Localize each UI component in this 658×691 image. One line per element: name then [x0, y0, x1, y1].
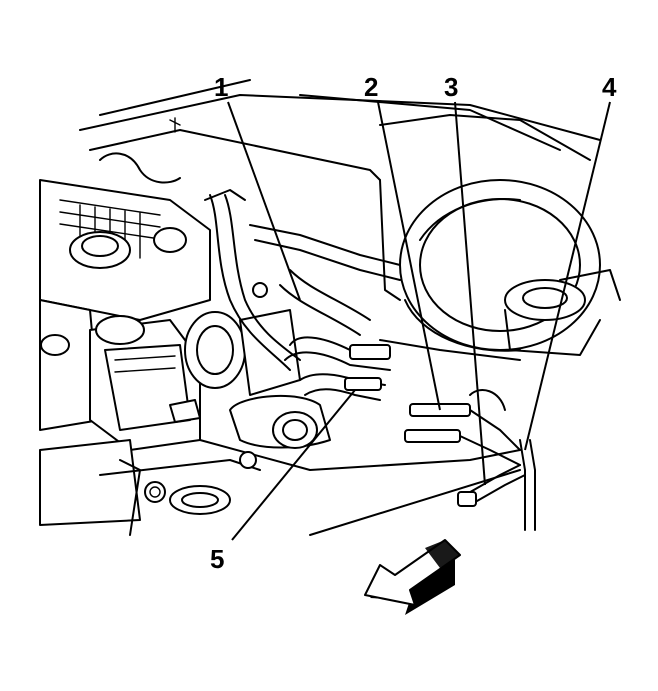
- gasket-ring: [169, 485, 231, 515]
- engine-block: [39, 179, 211, 536]
- line-fittings: [404, 403, 521, 466]
- bolts: [144, 282, 268, 503]
- leader-1: [227, 101, 301, 301]
- direction-arrow-icon: [364, 539, 461, 615]
- callout-1: 1: [214, 72, 228, 102]
- callout-2: 2: [364, 72, 378, 102]
- callout-leaders: [227, 101, 611, 541]
- callout-4: 4: [602, 72, 617, 102]
- callout-3: 3: [444, 72, 458, 102]
- leader-5: [231, 389, 356, 541]
- hydraulic-lines: [457, 439, 536, 531]
- hose-lines: [284, 336, 391, 401]
- leader-2: [377, 101, 441, 411]
- body-panel-lines: [79, 79, 601, 301]
- callout-labels: 1 2 3 4 5: [210, 72, 617, 574]
- leader-3: [454, 101, 486, 486]
- leader-4: [524, 101, 611, 451]
- booster-assembly: [399, 179, 621, 356]
- callout-5: 5: [210, 544, 224, 574]
- throttle-body: [169, 309, 331, 449]
